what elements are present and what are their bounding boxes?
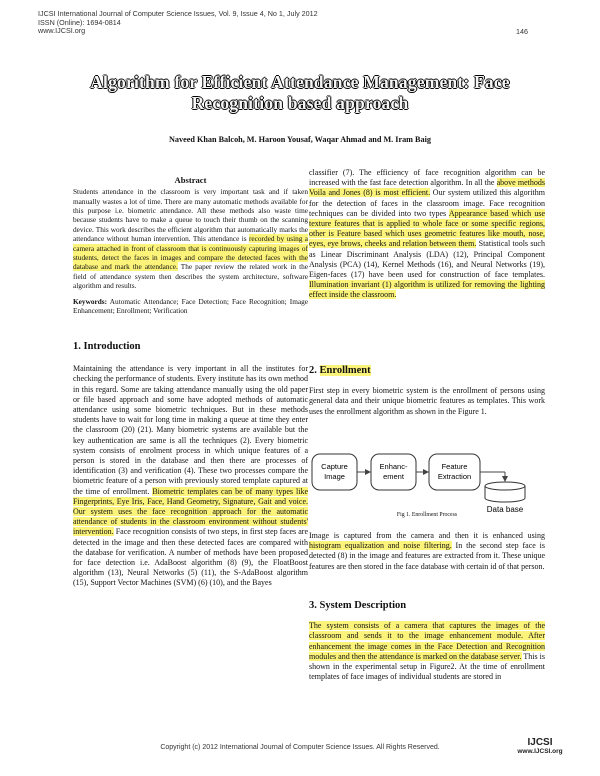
af-h1: histogram equalization and noise filteri… <box>309 541 452 551</box>
capture-label-1: Capture <box>321 462 348 471</box>
abstract-p1: Students attendance in the classroom is … <box>73 187 308 244</box>
feature-label-1: Feature <box>442 462 468 471</box>
sys-h1: The system consists of a camera that cap… <box>309 621 545 661</box>
rt-h3: Illumination invariant (1) algorithm is … <box>309 280 545 300</box>
rt-t1: classifier (7). The efficiency of face r… <box>309 168 545 188</box>
intro-section: 1. Introduction Maintaining the attendan… <box>73 341 309 589</box>
intro-text1: Maintaining the attendance is very impor… <box>73 364 308 496</box>
paper-title: Algorithm for Efficient Attendance Manag… <box>40 72 560 114</box>
capture-label-2: Image <box>324 472 345 481</box>
abstract-end: The paper review the related work in the… <box>73 262 308 291</box>
enhancement-label-2: ement <box>383 472 405 481</box>
enrollment-text: First step in every biometric system is … <box>309 386 545 416</box>
intro-text: Maintaining the attendance is very impor… <box>73 364 309 588</box>
enrollment-title: Enrollment <box>319 365 371 376</box>
title-line1: Algorithm for Efficient Attendance Manag… <box>90 72 510 92</box>
journal-header: IJCSI International Journal of Computer … <box>38 9 318 36</box>
footer-copyright: Copyright (c) 2012 International Journal… <box>160 744 440 751</box>
enrollment-section: 2. Enrollment First step in every biomet… <box>309 365 545 417</box>
database-label: Data base <box>487 505 524 514</box>
keywords-label: Keywords: <box>73 296 108 306</box>
right-column-top: classifier (7). The efficiency of face r… <box>309 168 546 301</box>
enhancement-label-1: Enhanc- <box>380 462 408 471</box>
rt-t3: Statistical tools such as Linear Discrim… <box>309 239 545 280</box>
keywords: Keywords: Automatic Attendance; Face Det… <box>73 297 308 316</box>
header-line3: www.IJCSI.org <box>38 26 86 36</box>
abstract-heading: Abstract <box>174 175 207 185</box>
system-text: The system consists of a camera that cap… <box>309 621 545 682</box>
logo-name: IJCSI <box>527 737 553 748</box>
figure-caption: Fig 1. Enrollment Process <box>396 512 458 518</box>
abstract-text: Students attendance in the classroom is … <box>73 187 309 291</box>
related-work-text: classifier (7). The efficiency of face r… <box>309 168 546 301</box>
enrollment-figure: Capture Image Enhanc- ement Feature Extr… <box>311 453 526 514</box>
keywords-text: Automatic Attendance; Face Detection; Fa… <box>73 296 308 316</box>
feature-label-2: Extraction <box>438 472 471 481</box>
enrollment-num: 2. <box>309 365 320 376</box>
authors: Naveed Khan Balcoh, M. Haroon Yousaf, Wa… <box>169 135 431 144</box>
left-column: Abstract Students attendance in the clas… <box>73 175 309 316</box>
sys-t1: This is shown in the experimental setup … <box>309 651 545 682</box>
af-t1: Image is captured from the camera and th… <box>309 531 545 540</box>
after-fig-paragraph: Image is captured from the camera and th… <box>309 531 545 572</box>
page-number: 146 <box>516 27 528 36</box>
database-icon <box>484 481 526 503</box>
title-line2: Recognition based approach <box>191 93 409 113</box>
af-t2: In the second step face is detected (8) … <box>309 541 545 571</box>
system-heading: 3. System Description <box>309 600 407 611</box>
after-figure-text: Image is captured from the camera and th… <box>309 531 545 572</box>
journal-logo: IJCSI www.IJCSI.org <box>514 738 566 772</box>
intro-text2: Face recognition consists of two steps, … <box>73 527 308 588</box>
system-section: 3. System Description The system consist… <box>309 600 545 682</box>
enrollment-heading: 2. Enrollment <box>309 365 545 376</box>
intro-heading: 1. Introduction <box>73 341 141 352</box>
header-line2: ISSN (Online): 1694-0814 <box>38 17 121 27</box>
header-line1: IJCSI International Journal of Computer … <box>38 9 318 18</box>
logo-url: www.IJCSI.org <box>517 748 563 755</box>
rt-t2: Our system utilized this algorithm for t… <box>309 188 545 218</box>
